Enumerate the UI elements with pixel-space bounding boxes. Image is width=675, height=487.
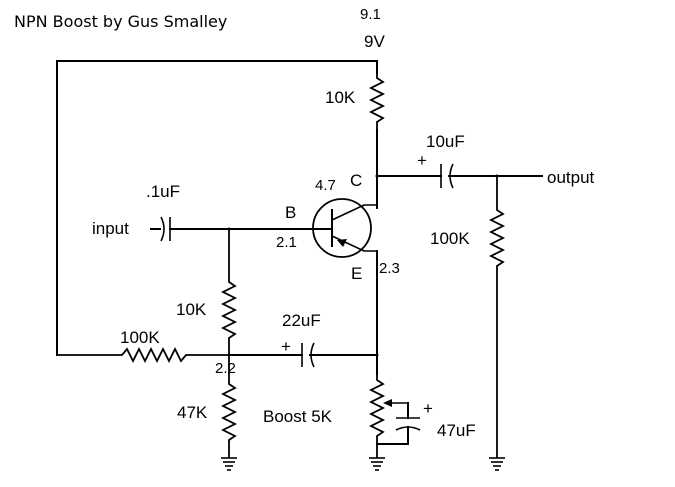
output-resistor-label: 100K (430, 229, 470, 248)
emitter-capacitor-label: 22uF (282, 311, 321, 330)
output-capacitor (376, 163, 543, 189)
emitter-label: E (351, 264, 362, 283)
collector-resistor (368, 73, 386, 130)
bias-resistor-top-label: 10K (176, 300, 207, 319)
ground-icon (221, 457, 237, 471)
emitter-capacitor (228, 342, 378, 368)
emitter-capacitor-polarity: + (281, 337, 291, 356)
input-label: input (92, 219, 129, 238)
output-resistor (488, 176, 506, 458)
feedback-resistor (57, 346, 229, 364)
output-capacitor-label: 10uF (426, 132, 465, 151)
base-label: B (285, 203, 296, 222)
collector-label: C (350, 171, 362, 190)
bypass-capacitor-label: 47uF (437, 421, 476, 440)
supply-label: 9V (364, 32, 385, 51)
diagram-title: NPN Boost by Gus Smalley (14, 12, 227, 31)
collector-voltage: 4.7 (315, 177, 336, 194)
input-capacitor-label: .1uF (146, 182, 180, 201)
bypass-capacitor-polarity: + (423, 399, 433, 418)
bias-node-voltage: 2.2 (215, 360, 236, 377)
collector-resistor-label: 10K (325, 88, 356, 107)
boost-potentiometer (368, 374, 408, 458)
output-label: output (547, 168, 595, 187)
output-capacitor-polarity: + (417, 151, 427, 170)
bias-resistor-bottom-label: 47K (177, 403, 208, 422)
junction-dots (227, 174, 499, 357)
bypass-capacitor (376, 402, 421, 445)
bias-resistor-top (220, 229, 238, 355)
emitter-voltage: 2.3 (379, 260, 400, 277)
supply-measured-voltage: 9.1 (360, 6, 381, 23)
base-voltage: 2.1 (276, 234, 297, 251)
boost-pot-label: Boost 5K (263, 407, 333, 426)
bias-resistor-bottom (220, 355, 238, 458)
supply-rail (56, 60, 378, 356)
ground-icon (489, 457, 505, 471)
ground-icon (369, 457, 385, 471)
input-capacitor (150, 216, 333, 242)
feedback-resistor-label: 100K (120, 328, 160, 347)
